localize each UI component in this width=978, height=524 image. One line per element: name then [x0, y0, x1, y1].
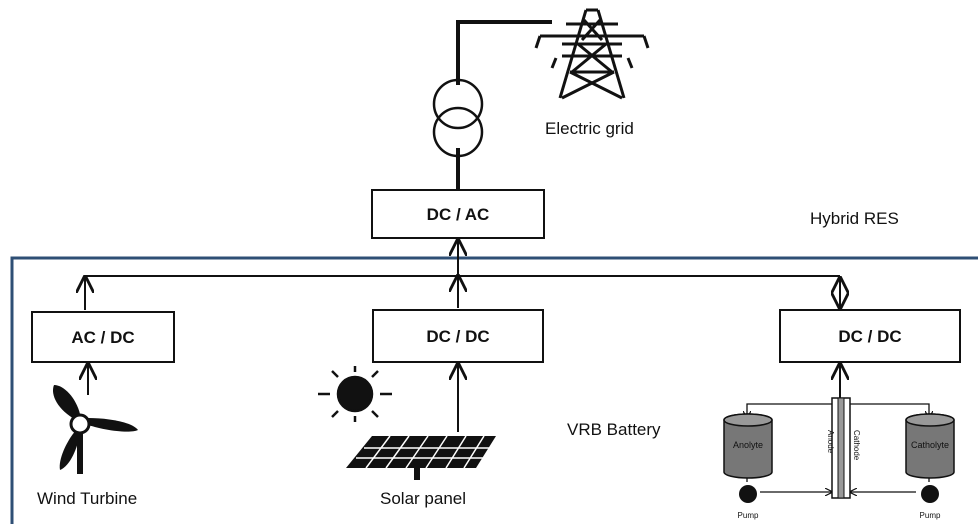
grid-connection [456, 20, 552, 190]
battery-converter-label: DC / DC [838, 327, 901, 346]
electric-grid-label: Electric grid [545, 119, 634, 138]
solar-panel-label: Solar panel [380, 489, 466, 508]
anolyte-label: Anolyte [733, 440, 763, 450]
wind-turbine-label: Wind Turbine [37, 489, 137, 508]
pump-right-label: Pump [920, 511, 941, 520]
cathode-label: Cathode [852, 430, 861, 461]
vrb-battery-icon [723, 364, 955, 503]
wind-rectifier-label: AC / DC [71, 328, 134, 347]
hybrid-res-frame [10, 256, 978, 524]
wind-turbine-icon [52, 385, 138, 474]
grid-inverter-label: DC / AC [427, 205, 490, 224]
transformer-icon [432, 78, 484, 158]
transmission-tower-icon [534, 8, 650, 100]
vrb-battery-label: VRB Battery [567, 420, 661, 439]
grid-inverter-box [371, 189, 545, 239]
anode-label: Anode [826, 430, 835, 454]
pump-right-icon [921, 485, 939, 503]
solar-converter-box [372, 309, 544, 363]
solar-converter-label: DC / DC [426, 327, 489, 346]
sun-icon [318, 366, 392, 422]
catholyte-label: Catholyte [911, 440, 949, 450]
wind-rectifier-box [31, 311, 175, 363]
pump-left-icon [739, 485, 757, 503]
hybrid-res-label: Hybrid RES [810, 209, 899, 228]
solar-panel-icon [346, 435, 496, 480]
battery-converter-box [779, 309, 961, 363]
pump-left-label: Pump [738, 511, 759, 520]
dc-bus [85, 240, 840, 310]
